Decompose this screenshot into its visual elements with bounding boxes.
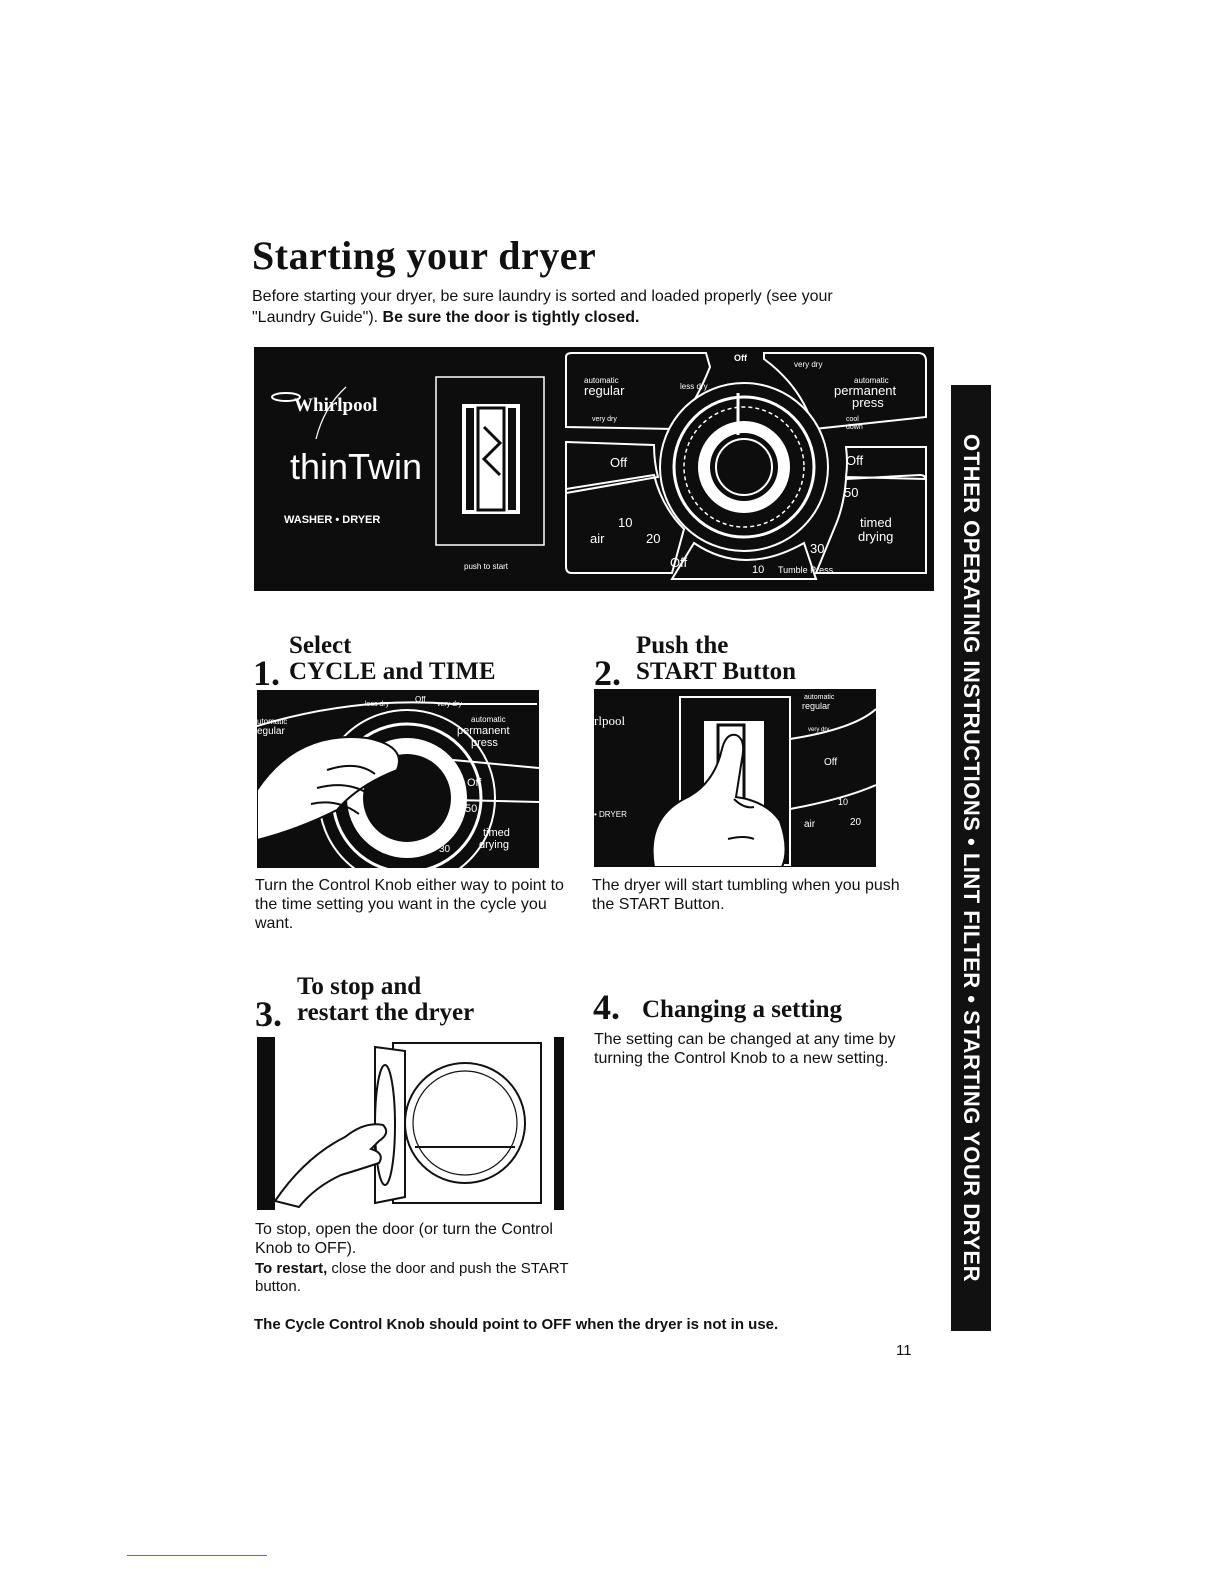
dial-off-bottom: Off (670, 555, 687, 570)
dial-automatic-regular-1: automatic (584, 376, 619, 385)
footer-note: The Cycle Control Knob should point to O… (254, 1316, 779, 1333)
illus1-timed-1: timed (483, 827, 510, 839)
step2-head-line2: START Button (636, 658, 797, 685)
finger-icon (651, 733, 787, 867)
step1-dial-drawing: less dry Off very dry utomatic egular au… (257, 695, 539, 868)
dial-automatic-regular-2: regular (584, 383, 625, 398)
hand-icon (257, 736, 400, 842)
intro-paragraph: Before starting your dryer, be sure laun… (252, 286, 892, 328)
step3-restart-label: To restart, (255, 1260, 328, 1277)
dial-timed-2: drying (858, 529, 893, 544)
illus2-dryer: • DRYER (594, 810, 627, 819)
bottom-rule (127, 1555, 267, 1556)
dial-very-dry-left: very dry (592, 416, 617, 423)
step3-restart-instructions: close the door and push the START button… (255, 1260, 569, 1295)
illus2-off: Off (824, 757, 837, 768)
step3-door-drawing (273, 1042, 542, 1209)
whirlpool-logo-icon (271, 386, 347, 440)
step2-number: 2. (594, 653, 621, 693)
dial-automatic-perm-3: press (852, 395, 884, 410)
illus1-auto-right-1: automatic (471, 715, 506, 724)
step1-text: Turn the Control Knob either way to poin… (255, 877, 564, 932)
step3-illustration (257, 1037, 564, 1210)
dial-automatic-perm-2: permanent (834, 383, 897, 398)
page-title: Starting your dryer (252, 233, 597, 278)
step1-number: 1. (253, 653, 280, 693)
step2-head-line1: Push the (636, 632, 729, 659)
step3-number: 3. (255, 994, 282, 1034)
illus1-off: Off (415, 695, 426, 704)
dial-cool-down-1: cool (846, 416, 859, 423)
start-button (435, 376, 545, 546)
intro-text: Before starting your dryer, be sure laun… (252, 288, 833, 326)
panel-model: thinTwin (290, 446, 422, 487)
dial-cool-down-2: down (846, 424, 863, 431)
step1-head-line1: Select (289, 632, 352, 659)
illus2-brand: rlpool (594, 713, 625, 728)
dial-less-dry: less dry (680, 382, 708, 391)
page-number: 11 (896, 1342, 912, 1359)
side-tab-label: OTHER OPERATING INSTRUCTIONS • LINT FILT… (959, 434, 984, 1282)
step3-stop-text: To stop, open the door (or turn the Cont… (255, 1221, 553, 1257)
illus1-t30: 30 (439, 844, 451, 855)
dial-t10-bottom: 10 (752, 564, 764, 576)
illus1-timed-2: drying (479, 839, 509, 851)
step4-number: 4. (593, 987, 620, 1027)
step4-head: Changing a setting (642, 996, 843, 1023)
illus2-auto-2: regular (802, 701, 830, 711)
panel-brand: Whirlpool (294, 395, 377, 416)
step4-text: The setting can be changed at any time b… (594, 1031, 896, 1067)
dial-tumble-press: Tumble Press (778, 565, 834, 575)
dial-off-right: Off (846, 453, 863, 468)
dial-off-top: Off (734, 353, 748, 363)
illus2-t20: 20 (850, 817, 862, 828)
step2-button-drawing: rlpool automatic regular very dry Off 10… (594, 694, 876, 867)
dial-t20: 20 (646, 531, 660, 546)
push-to-start-label: push to start (464, 562, 509, 571)
illus1-less-dry: less dry (365, 701, 390, 708)
dial-t30: 30 (810, 541, 824, 556)
illus2-auto-1: automatic (804, 694, 835, 701)
panel-model-sub: WASHER • DRYER (284, 514, 380, 526)
control-panel-illustration: Whirlpool thinTwin WASHER • DRYER push t… (254, 347, 934, 591)
side-section-tab: OTHER OPERATING INSTRUCTIONS • LINT FILT… (951, 385, 991, 1331)
cycle-control-knob (659, 382, 829, 552)
dial-t50: 50 (844, 485, 858, 500)
illus1-very-dry: very dry (437, 701, 462, 708)
illus2-t10: 10 (838, 797, 848, 807)
step3-restart-text: To restart, close the door and push the … (255, 1260, 575, 1296)
illus2-air: air (804, 819, 816, 830)
illus1-auto-right-3: press (471, 737, 498, 749)
illus2-very-dry: very dry (808, 727, 829, 733)
illus1-off-right: Off (467, 777, 482, 789)
illus1-t50: 50 (465, 803, 477, 815)
step1-illustration: less dry Off very dry utomatic egular au… (257, 690, 539, 868)
intro-warning: Be sure the door is tightly closed. (382, 309, 640, 326)
step2-text: The dryer will start tumbling when you p… (592, 877, 900, 913)
illus1-auto-right-2: permanent (457, 725, 510, 737)
illus1-auto-left-1: utomatic (257, 717, 287, 726)
dial-automatic-perm-1: automatic (854, 376, 889, 385)
dial-timed-1: timed (860, 515, 892, 530)
dial-very-dry: very dry (794, 360, 822, 369)
control-panel-drawing: Whirlpool thinTwin WASHER • DRYER push t… (271, 352, 927, 580)
step1-head-line2: CYCLE and TIME (289, 658, 496, 685)
dial-off-left: Off (610, 455, 627, 470)
illus1-auto-left-2: egular (257, 726, 285, 737)
step3-head-line2: restart the dryer (297, 999, 475, 1026)
dial-air: air (590, 531, 605, 546)
step2-illustration: rlpool automatic regular very dry Off 10… (594, 689, 876, 867)
hand-icon (273, 1123, 388, 1209)
dial-t10: 10 (618, 515, 632, 530)
step3-head-line1: To stop and (297, 973, 422, 1000)
illus1-t10: 10 (287, 816, 299, 827)
